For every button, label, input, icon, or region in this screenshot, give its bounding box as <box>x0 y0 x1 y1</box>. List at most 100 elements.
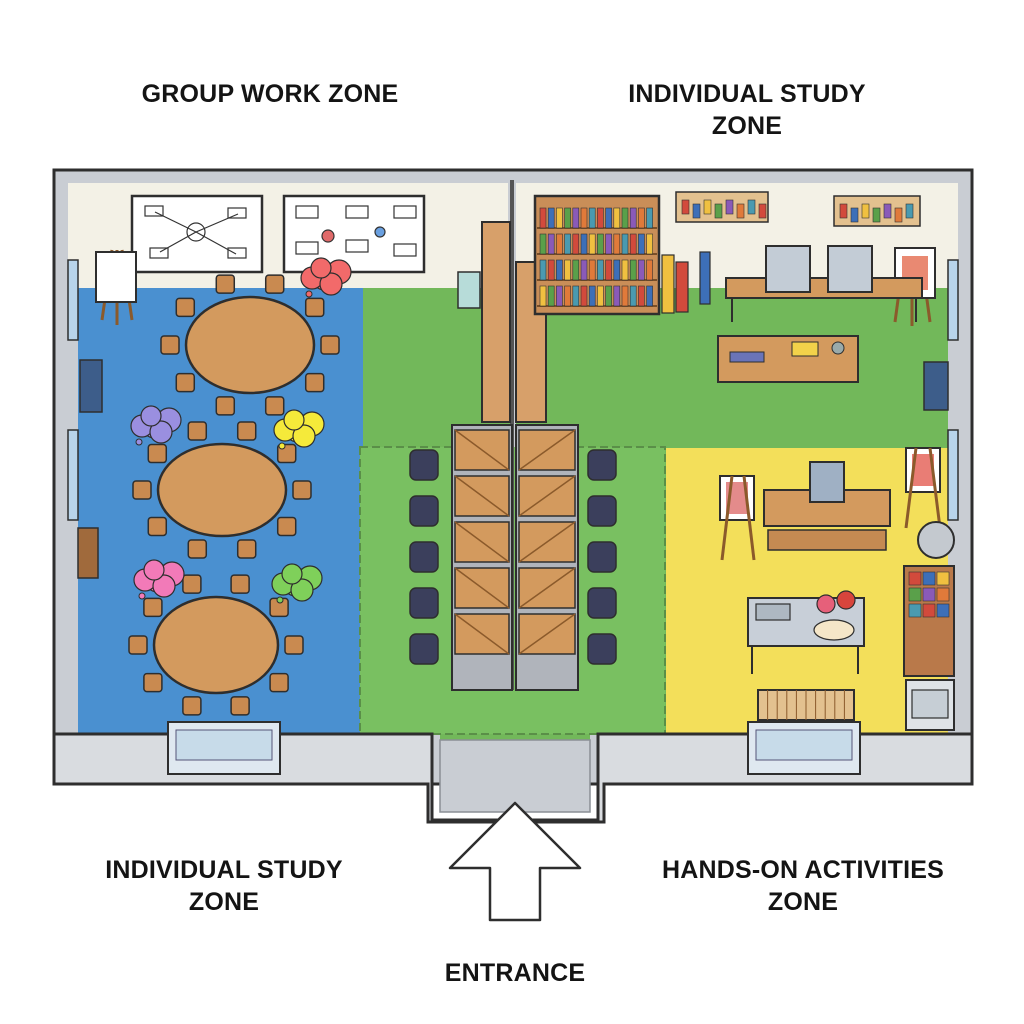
book <box>613 285 621 307</box>
book <box>605 233 612 255</box>
office-chair <box>409 587 439 619</box>
drying-rack-slats <box>767 690 845 720</box>
office-chair <box>587 541 617 573</box>
book <box>539 233 547 255</box>
tool <box>894 207 903 223</box>
book <box>539 207 547 229</box>
tool <box>850 207 859 223</box>
book <box>621 233 629 255</box>
tool <box>905 203 914 219</box>
easel-handson-2-art <box>912 454 934 486</box>
book <box>572 285 580 307</box>
book <box>597 207 604 229</box>
window-right-1 <box>947 259 959 341</box>
book <box>572 207 580 229</box>
shelf-column-left <box>481 221 511 423</box>
printer-2 <box>827 245 873 293</box>
supply-bin <box>922 603 936 618</box>
office-chair <box>409 541 439 573</box>
book <box>556 285 563 307</box>
poster-tube-1 <box>661 254 675 314</box>
chair <box>187 421 208 441</box>
pegboard-2-tools <box>839 203 914 223</box>
side-cabinet-left-2 <box>77 527 99 579</box>
book <box>588 285 596 307</box>
book <box>605 259 612 281</box>
book <box>556 233 563 255</box>
book <box>629 233 637 255</box>
round-table <box>152 595 280 695</box>
book <box>572 259 580 281</box>
book <box>588 233 596 255</box>
chair <box>182 574 202 594</box>
book <box>597 233 604 255</box>
book <box>613 259 621 281</box>
book <box>646 207 653 229</box>
cloud-icon <box>281 563 303 585</box>
chair <box>264 396 285 416</box>
book <box>539 285 547 307</box>
cloud-icon <box>290 578 314 602</box>
study-carrels <box>451 424 579 691</box>
supply-bin <box>936 587 950 602</box>
supply-bins <box>908 571 950 618</box>
book <box>556 207 563 229</box>
carrel-divider <box>454 613 510 655</box>
work-table-item-2 <box>791 341 819 357</box>
tool <box>725 199 734 215</box>
book <box>629 285 637 307</box>
supply-bin <box>908 587 922 602</box>
flask-1 <box>816 594 836 614</box>
book <box>539 259 547 281</box>
office-chair <box>409 495 439 527</box>
round-table <box>184 295 316 395</box>
book <box>605 207 612 229</box>
pegboard-1-tools <box>681 199 767 219</box>
easel-handson-1-legs <box>720 475 756 561</box>
supply-bin <box>908 603 922 618</box>
book <box>564 285 571 307</box>
book <box>580 233 588 255</box>
book <box>621 259 629 281</box>
book <box>547 207 555 229</box>
office-chair <box>409 633 439 665</box>
tool <box>839 203 848 219</box>
tool <box>736 203 745 219</box>
chair <box>269 672 289 693</box>
whiteboard-2-sketch <box>295 205 417 257</box>
cloud-icon <box>140 405 162 427</box>
tool <box>747 199 756 215</box>
chair <box>276 516 297 537</box>
carrel-divider <box>454 429 510 471</box>
book <box>588 207 596 229</box>
book <box>580 207 588 229</box>
whiteboard-1 <box>130 194 264 274</box>
book <box>572 233 580 255</box>
utility-sink-basin <box>911 689 949 719</box>
carrel-divider <box>518 567 576 609</box>
book <box>646 259 653 281</box>
chair <box>175 372 196 393</box>
carrel-divider <box>518 521 576 563</box>
book <box>556 259 563 281</box>
whiteboard-2 <box>282 194 426 274</box>
chair <box>132 480 152 500</box>
chair <box>147 516 168 537</box>
zone-label-individual-bottom: INDIVIDUAL STUDY ZONE <box>105 856 343 916</box>
book <box>580 259 588 281</box>
carrel-divider <box>454 567 510 609</box>
book <box>588 259 596 281</box>
chair <box>215 396 236 416</box>
cloud-icon <box>292 424 316 448</box>
tool <box>692 203 701 219</box>
supply-bin <box>908 571 922 586</box>
carrel-divider <box>518 475 576 517</box>
arrow-up-icon <box>448 801 582 922</box>
office-chair <box>587 449 617 481</box>
chair <box>230 574 250 594</box>
cloud-icon <box>319 272 343 296</box>
thought-bubbles <box>130 257 352 604</box>
book <box>646 285 653 307</box>
office-chair <box>409 449 439 481</box>
